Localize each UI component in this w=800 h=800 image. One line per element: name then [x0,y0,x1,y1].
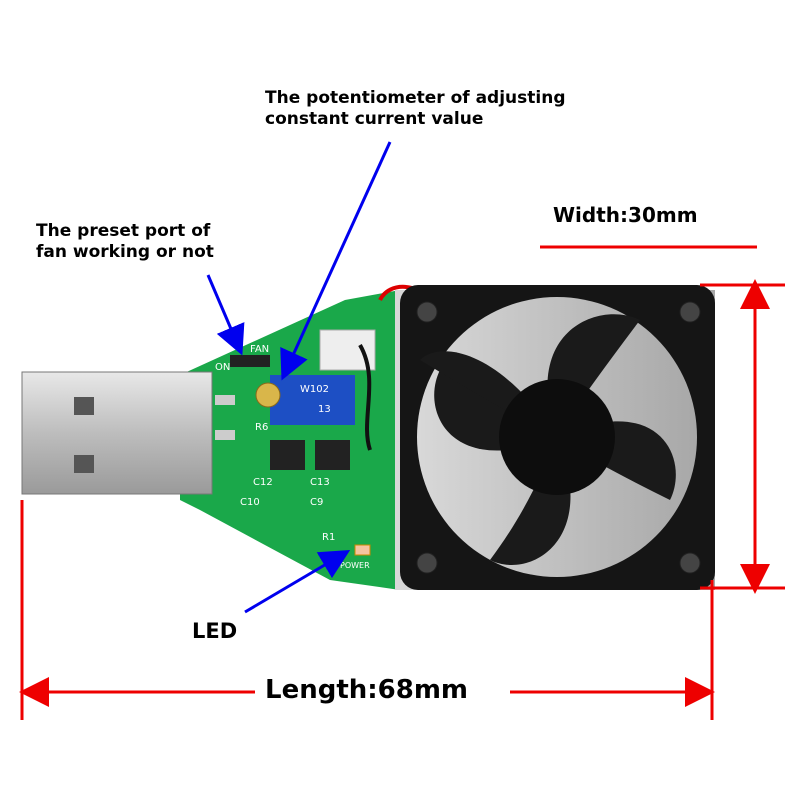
arrow-fan-port [206,274,245,356]
marking-fan: FAN [250,344,269,355]
marking-c13: C13 [310,477,330,488]
arrow-led [244,549,351,614]
marking-c10: C10 [240,497,260,508]
marking-on: ON [215,362,230,373]
fan-port-label: The preset port of fan working or not [36,221,214,263]
potentiometer-label: The potentiometer of adjusting constant … [265,88,566,130]
width-dimension [540,245,785,594]
power-led [354,544,371,556]
marking-c12: C12 [253,477,273,488]
length-label: Length:68mm [265,675,469,705]
marking-pot-sub: 13 [318,404,331,415]
marking-r1: R1 [322,532,335,543]
arrow-potentiometer [280,141,392,381]
marking-c9: C9 [310,497,323,508]
length-dimension [18,500,715,720]
marking-pot: W102 [300,384,329,395]
led-label: LED [192,619,238,643]
usb-plug [21,371,213,495]
marking-power: POWER [340,561,370,570]
marking-r6: R6 [255,422,268,433]
potentiometer [270,375,355,425]
width-label: Width:30mm [553,203,698,227]
